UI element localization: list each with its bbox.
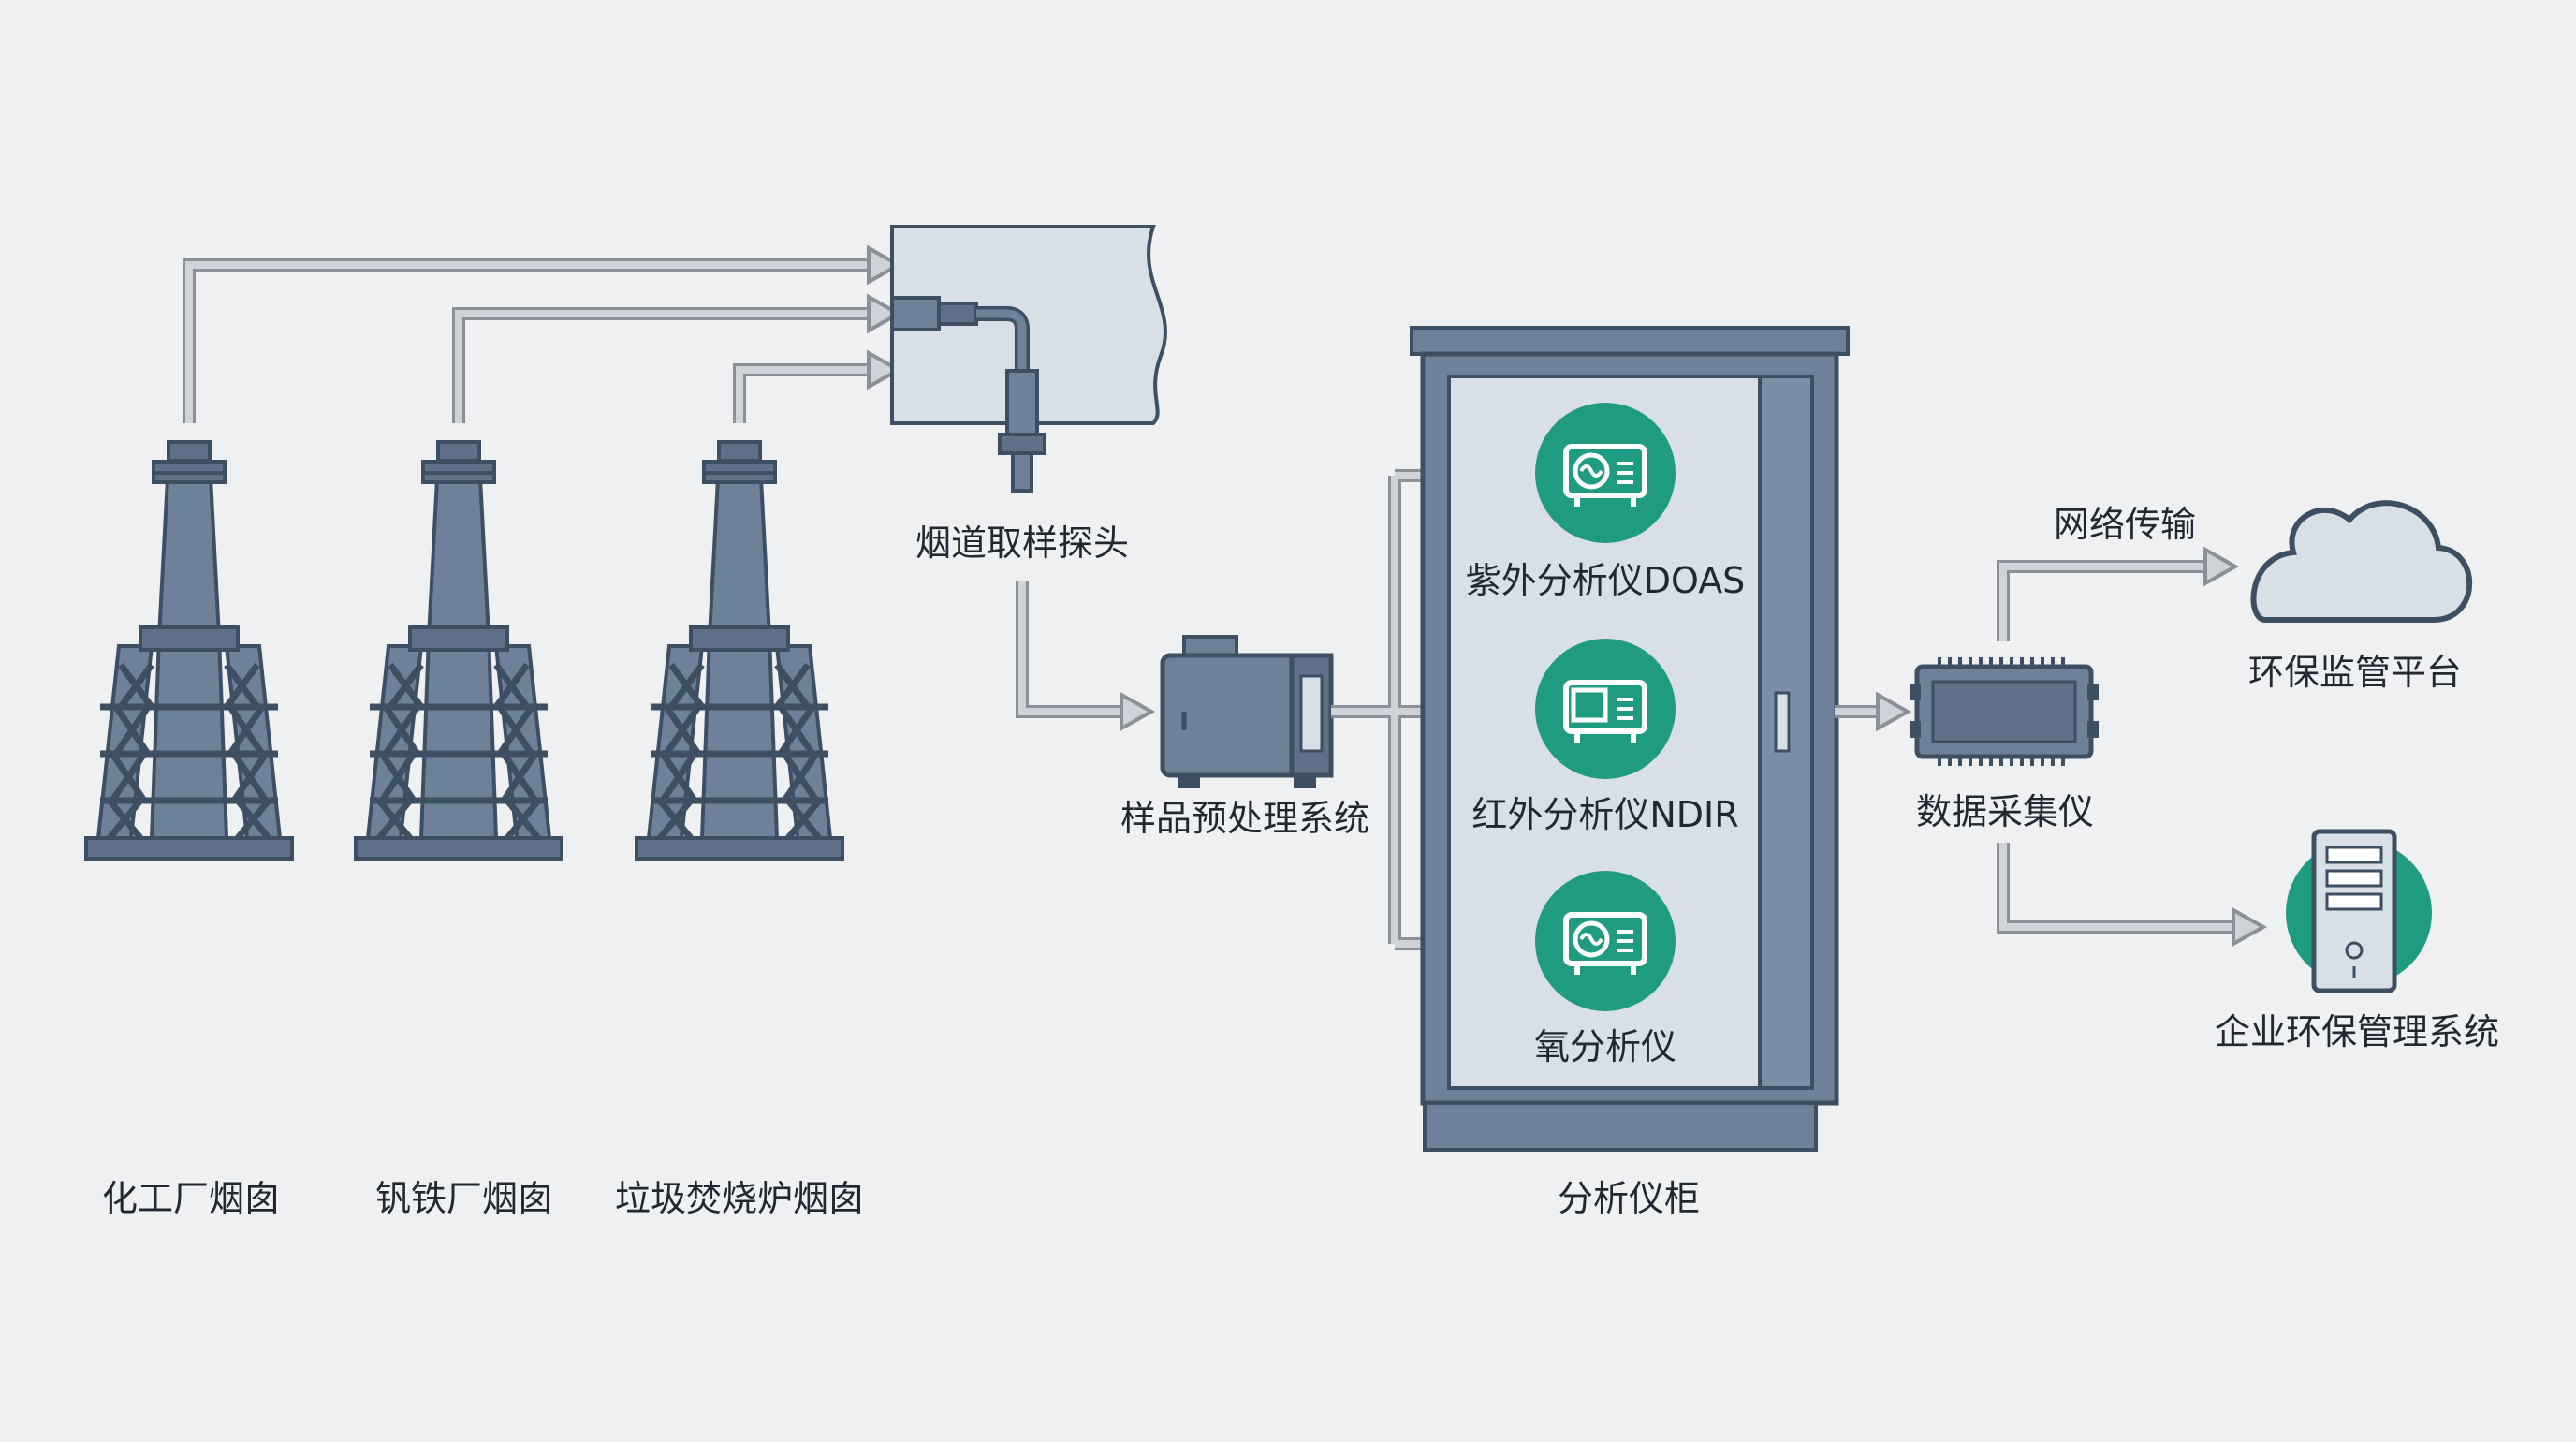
chimney-label-steel: 钒铁厂烟囱 [374,1178,554,1219]
uv-analyzer-icon [1535,403,1676,543]
flow-arrow-daq-to-server [1997,843,2268,948]
chimney-label-chem: 化工厂烟囱 [101,1178,281,1219]
flow-arrow-daq-to-cloud [1997,546,2240,641]
data-acquisition-device [1910,657,2099,766]
flow-arrow-cabinet-to-daq [1835,691,1912,732]
ir-analyzer-icon [1535,639,1676,779]
flow-arrow-chem [183,244,903,423]
pretreatment-unit [1160,635,1334,788]
cabinet-label: 分析仪柜 [1557,1178,1701,1219]
flow-arrow-steel [452,293,903,423]
server-label: 企业环保管理系统 [2214,1011,2500,1052]
flow-arrow-probe-to-pretreatment [1016,581,1156,732]
sampling-probe [890,296,1046,493]
flow-arrow-waste [733,349,903,423]
oxygen-analyzer-icon [1535,871,1676,1011]
network-label: 网络传输 [2053,504,2197,545]
cloud-label: 环保监管平台 [2247,652,2463,693]
probe-label: 烟道取样探头 [915,522,1130,564]
chimney-steel [356,442,562,859]
chimney-chem [86,442,292,859]
analyzer-label-uv: 紫外分析仪DOAS [1465,560,1746,601]
cloud-icon [2250,500,2473,623]
chimney-label-waste: 垃圾焚烧炉烟囱 [614,1178,865,1219]
pretreatment-label: 样品预处理系统 [1120,798,1370,839]
chimney-waste [637,442,842,859]
analyzer-label-oxygen: 氧分析仪 [1533,1026,1677,1067]
daq-label: 数据采集仪 [1915,791,2095,832]
server-icon [2286,829,2432,993]
analyzer-label-ir: 红外分析仪NDIR [1471,794,1739,835]
